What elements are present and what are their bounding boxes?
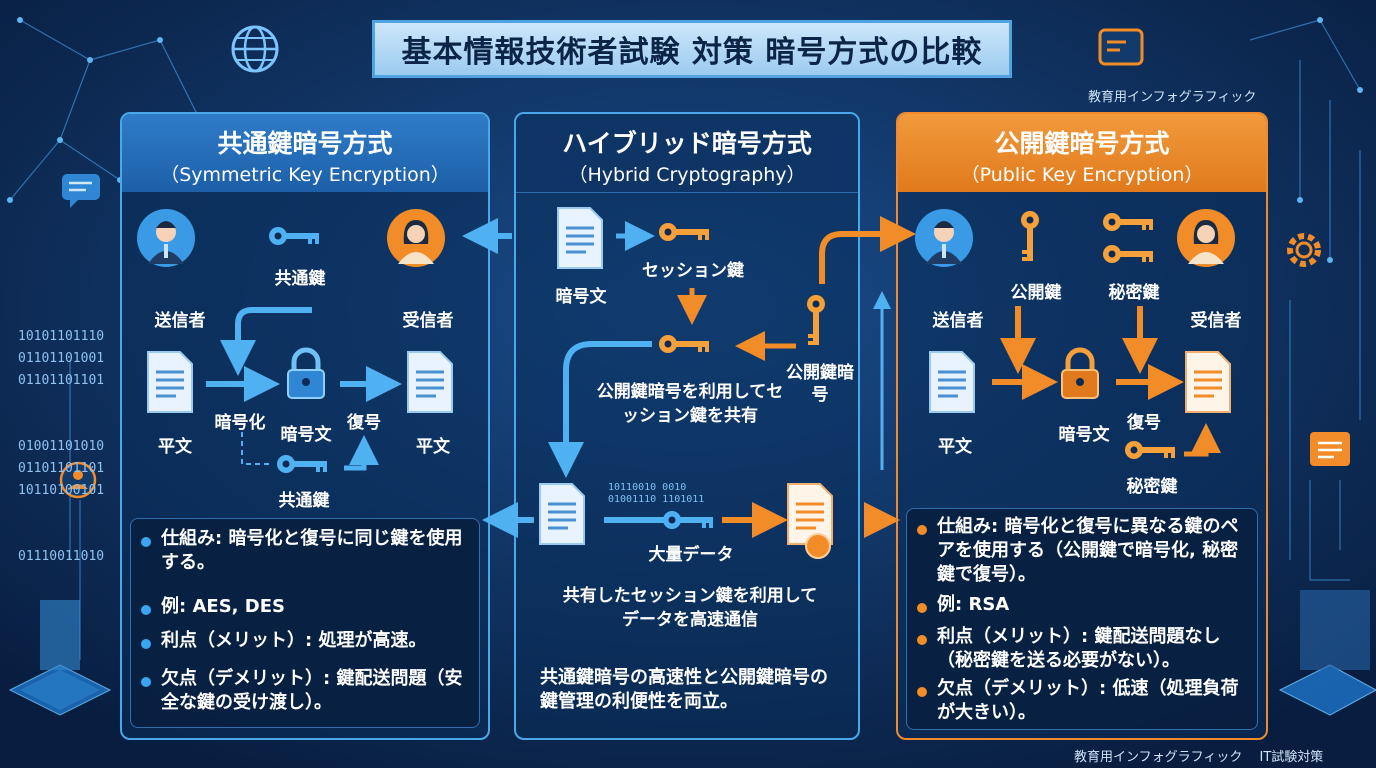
private-key-icon-bottom <box>1125 441 1175 459</box>
ciphertext-doc-hybrid <box>556 206 604 270</box>
hybrid-summary-box: 共通鍵暗号の高速性と公開鍵暗号の鍵管理の利便性を両立。 <box>520 650 854 734</box>
public-bullet-mechanism: 仕組み: 暗号化と復号に異なる鍵のペアを使用する（公開鍵で暗号化, 秘密鍵で復号… <box>937 516 1239 585</box>
hybrid-header: ハイブリッド暗号方式 （Hybrid Cryptography） <box>516 114 858 193</box>
public-key-subtitle: （Public Key Encryption） <box>960 164 1204 186</box>
plaintext-right-label: 平文 <box>416 437 450 457</box>
decrypt-label: 復号 <box>347 413 381 433</box>
public-decrypt-label: 復号 <box>1127 413 1161 433</box>
symmetric-bullet-mechanism: 仕組み: 暗号化と復号に同じ鍵を使用する。 <box>161 528 463 573</box>
private-key-icon-1 <box>1103 213 1153 231</box>
bulk-data-doc-left <box>538 482 586 546</box>
bullet-dot <box>141 537 151 547</box>
symmetric-description: 仕組み: 暗号化と復号に同じ鍵を使用する。 例: AES, DES 利点（メリッ… <box>130 518 480 728</box>
public-key-icon <box>1021 211 1039 261</box>
svg-text:01001110 1101011: 01001110 1101011 <box>608 494 704 505</box>
symmetric-bullet-merit: 利点（メリット）: 処理が高速。 <box>161 630 427 651</box>
public-bullet-merit: 利点（メリット）: 鍵配送問題なし（秘密鍵を送る必要がない）。 <box>937 626 1221 671</box>
bullet-dot <box>917 687 927 697</box>
private-key-label: 秘密鍵 <box>1108 283 1160 303</box>
public-key-icon-hybrid <box>807 295 825 345</box>
bullet-dot <box>141 677 151 687</box>
public-key-header: 公開鍵暗号方式 （Public Key Encryption） <box>898 114 1266 192</box>
public-bullet-example: 例: RSA <box>937 594 1010 615</box>
bullet-dot <box>917 603 927 613</box>
encrypt-label: 暗号化 <box>214 413 266 433</box>
plaintext-doc-right <box>406 350 454 414</box>
communication-caption: 共有したセッション鍵を利用してデータを高速通信 <box>562 586 818 630</box>
shared-key-icon-bottom <box>277 455 327 473</box>
hybrid-ciphertext-label: 暗号文 <box>555 287 607 307</box>
symmetric-bullet-example: 例: AES, DES <box>161 596 285 617</box>
hybrid-panel: ハイブリッド暗号方式 （Hybrid Cryptography） <box>514 112 860 740</box>
session-key-icon-top <box>659 223 709 241</box>
binary-decoration: 10110010 0010 <box>608 482 686 493</box>
corner-label: 教育用インフォグラフィック <box>1088 90 1257 105</box>
bulk-data-doc-right <box>786 482 834 546</box>
session-key-icon-bulk <box>663 511 713 529</box>
public-key-title: 公開鍵暗号方式 <box>994 129 1170 158</box>
private-key-icon-2 <box>1103 245 1153 263</box>
plaintext-left-label: 平文 <box>158 437 192 457</box>
sender-avatar <box>137 209 195 267</box>
bullet-dot <box>917 525 927 535</box>
private-key-label-bottom: 秘密鍵 <box>1126 477 1178 497</box>
user-circle-icon <box>59 461 97 499</box>
symmetric-title: 共通鍵暗号方式 <box>217 129 393 158</box>
plaintext-doc-public <box>928 350 976 414</box>
shared-key-label-bottom: 共通鍵 <box>278 491 330 511</box>
document-list-icon <box>1310 432 1350 466</box>
symmetric-bullet-demerit: 欠点（デメリット）: 鍵配送問題（安全な鍵の受け渡し）。 <box>161 668 463 713</box>
globe-icon <box>231 25 279 73</box>
bullet-dot <box>141 605 151 615</box>
public-plaintext-label: 平文 <box>938 437 972 457</box>
receiver-label: 受信者 <box>402 311 454 331</box>
session-key-icon-mid <box>659 335 709 353</box>
page-title: 基本情報技術者試験 対策 暗号方式の比較 <box>372 20 1012 78</box>
public-ciphertext-label: 暗号文 <box>1058 425 1110 445</box>
certificate-seal <box>805 533 831 559</box>
shared-key-label-top: 共通鍵 <box>274 269 326 289</box>
receiver-avatar <box>387 209 445 267</box>
sender-avatar-public <box>915 209 973 267</box>
sender-label: 送信者 <box>154 311 206 331</box>
output-doc-public <box>1184 350 1232 414</box>
session-key-label: セッション鍵 <box>642 261 744 281</box>
lock-icon-symmetric <box>288 350 324 398</box>
hybrid-subtitle: （Hybrid Cryptography） <box>568 164 806 186</box>
hybrid-title: ハイブリッド暗号方式 <box>562 129 812 158</box>
symmetric-subtitle: （Symmetric Key Encryption） <box>160 164 450 186</box>
share-caption: 公開鍵暗号を利用してセッション鍵を共有 <box>596 382 784 426</box>
bullet-dot <box>141 639 151 649</box>
receiver-avatar-public <box>1177 209 1235 267</box>
hybrid-summary: 共通鍵暗号の高速性と公開鍵暗号の鍵管理の利便性を両立。 <box>540 667 828 712</box>
public-key-encrypt-label: 公開鍵暗号 <box>786 363 854 405</box>
public-sender-label: 送信者 <box>932 311 984 331</box>
lock-icon-public <box>1062 350 1098 398</box>
public-key-label: 公開鍵 <box>1010 283 1062 303</box>
shared-key-icon-top <box>269 227 319 245</box>
plaintext-doc-left <box>146 350 194 414</box>
footer-label: 教育用インフォグラフィック IT試験対策 <box>1074 750 1324 765</box>
ciphertext-label: 暗号文 <box>280 425 332 445</box>
bullet-dot <box>917 635 927 645</box>
terminal-icon <box>1098 28 1144 66</box>
gear-icon <box>1287 233 1321 267</box>
symmetric-header: 共通鍵暗号方式 （Symmetric Key Encryption） <box>122 114 488 192</box>
public-key-description: 仕組み: 暗号化と復号に異なる鍵のペアを使用する（公開鍵で暗号化, 秘密鍵で復号… <box>906 508 1258 730</box>
chat-icon <box>62 174 100 208</box>
bulk-data-label: 大量データ <box>648 545 734 565</box>
public-receiver-label: 受信者 <box>1190 311 1242 331</box>
public-bullet-demerit: 欠点（デメリット）: 低速（処理負荷が大きい）。 <box>937 678 1239 723</box>
